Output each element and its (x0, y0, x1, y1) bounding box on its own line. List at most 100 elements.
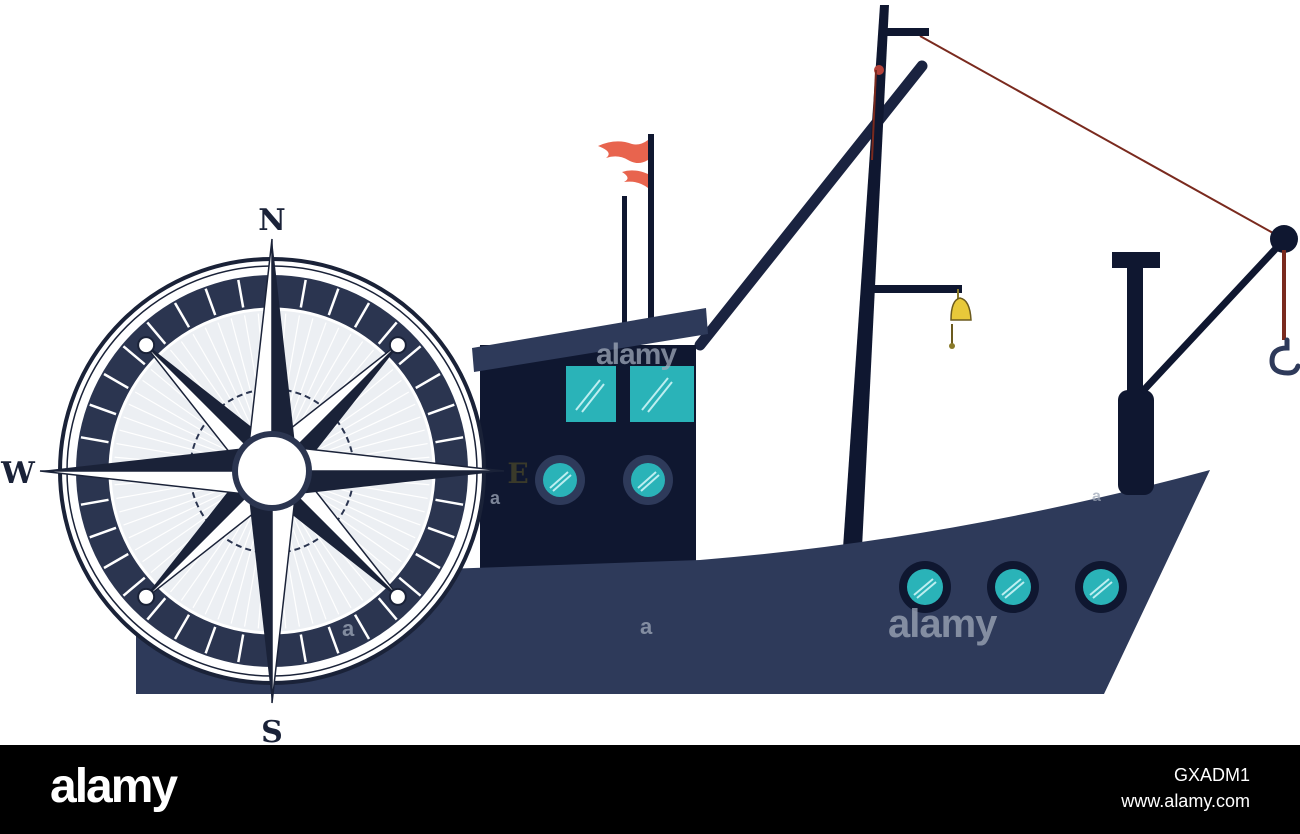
main-point-dark (272, 471, 504, 497)
cabin-roof (472, 308, 708, 372)
ring-tick (89, 526, 117, 539)
watermark-top: alamy (596, 338, 677, 371)
compass-rose-icon: N S W E (0, 203, 529, 745)
flag-icon (598, 140, 648, 188)
ring-tick (427, 403, 455, 416)
face-ray (312, 489, 416, 539)
diagonal-point-knob (388, 336, 407, 355)
cabin-window-left (566, 366, 616, 422)
flag-pole (648, 134, 654, 324)
face-ray (123, 416, 230, 457)
diagonal-point-knob (388, 587, 407, 606)
ring-tick (299, 279, 307, 308)
face-ray (286, 513, 327, 620)
ring-tick (327, 288, 340, 316)
ring-tick (427, 526, 455, 539)
bow-post-base (1118, 390, 1154, 495)
watermark-small-1: a (640, 614, 653, 639)
watermark-small-3: a (1092, 488, 1101, 505)
compass-main-points (39, 238, 505, 704)
image-id: GXADM1 (1173, 765, 1250, 785)
face-ray (204, 327, 254, 431)
compass-east-label: E (507, 457, 528, 490)
face-ray (128, 403, 232, 453)
face-ray (293, 509, 352, 609)
ring-tick (377, 597, 398, 621)
ring-tick (237, 634, 245, 663)
ring-tick (146, 597, 167, 621)
face-ray (293, 333, 352, 433)
bell-icon (949, 289, 972, 349)
ring-tick (435, 436, 464, 444)
ring-tick (435, 498, 464, 506)
ring-tick (173, 302, 191, 328)
face-ray (204, 511, 254, 615)
face-ray (290, 327, 340, 431)
mast-rope (871, 69, 877, 161)
ring-tick (237, 279, 245, 308)
ring-tick (377, 321, 398, 345)
face-ray (134, 391, 234, 450)
main-point-dark (272, 239, 298, 471)
ring-tick (122, 576, 146, 597)
hull-porthole-2 (987, 561, 1039, 613)
pulley (1270, 225, 1298, 253)
hook-icon (1269, 337, 1300, 376)
ring-tick (353, 614, 371, 640)
ring-tick (415, 552, 441, 570)
ring-tick (146, 321, 167, 345)
face-ray (310, 492, 410, 551)
cabin-porthole-2 (623, 455, 673, 505)
ring-tick (89, 403, 117, 416)
main-point-dark (246, 471, 272, 703)
main-point-dark (40, 445, 272, 471)
compass-west-label: W (0, 456, 36, 491)
diagonal-point-knob (137, 336, 156, 355)
watermark-small-4: a (490, 488, 501, 508)
footer-bar: alamy GXADM1 www.alamy.com (0, 745, 1300, 834)
ring-tick (204, 288, 217, 316)
footer-url[interactable]: www.alamy.com (1121, 791, 1250, 811)
mast-crossbar (885, 28, 929, 36)
hull-porthole-1 (899, 561, 951, 613)
face-ray (192, 509, 251, 609)
bow-post (1127, 262, 1143, 392)
bow-crane-arm (1139, 239, 1285, 395)
illustration-scene: N S W E (0, 5, 1300, 745)
face-ray (290, 511, 340, 615)
ring-tick (103, 552, 129, 570)
boom-arm (694, 60, 928, 351)
ring-tick (299, 634, 307, 663)
face-ray (286, 322, 327, 429)
compass-south-label: S (261, 715, 283, 745)
compass-ring-ticks (78, 277, 466, 665)
face-ray (192, 333, 251, 433)
main-mast (843, 5, 889, 548)
lamp-arm (870, 285, 962, 293)
diagonal-point-knob (137, 587, 156, 606)
face-ray (310, 391, 410, 450)
bow-post-cap (1112, 252, 1160, 268)
face-ray (134, 492, 234, 551)
ring-tick (80, 436, 109, 444)
ring-tick (103, 372, 129, 390)
ring-tick (122, 345, 146, 366)
face-ray (217, 322, 258, 429)
face-ray (314, 485, 421, 526)
ring-tick (353, 302, 371, 328)
hull-porthole-3 (1075, 561, 1127, 613)
antenna-short (622, 196, 627, 326)
watermark-small-2: a (342, 616, 355, 641)
face-ray (123, 485, 230, 526)
ring-tick (398, 345, 422, 366)
ring-tick (398, 576, 422, 597)
footer-logo[interactable]: alamy (50, 760, 178, 813)
ring-tick (415, 372, 441, 390)
ring-tick (204, 626, 217, 654)
compass-north-label: N (258, 203, 285, 238)
face-ray (314, 416, 421, 457)
face-ray (128, 489, 232, 539)
face-ray (312, 403, 416, 453)
ring-tick (327, 626, 340, 654)
face-ray (217, 513, 258, 620)
